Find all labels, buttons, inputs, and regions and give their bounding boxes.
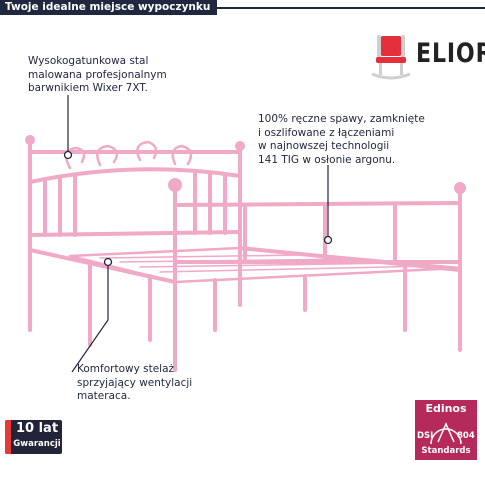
certificate-mark-left: DSI bbox=[417, 431, 434, 441]
annotation-slats: Komfortowy stelaż sprzyjający wentylacji… bbox=[77, 363, 193, 402]
warranty-label: Gwarancji bbox=[13, 439, 61, 449]
certificate-label: Standards bbox=[421, 446, 471, 456]
certificate-seal-icon bbox=[430, 422, 462, 445]
certificate-badge: Edinos DSI 804 Standards bbox=[415, 400, 477, 460]
brand-logo: ELIOR bbox=[370, 30, 485, 90]
tagline-rule bbox=[217, 7, 485, 9]
warranty-accent bbox=[5, 420, 11, 454]
warranty-badge: 10 lat Gwarancji bbox=[5, 420, 62, 454]
chair-icon bbox=[371, 35, 411, 80]
certificate-mark-right: 804 bbox=[457, 431, 475, 441]
top-bar: Twoje idealne miejsce wypoczynku bbox=[0, 0, 485, 40]
tagline: Twoje idealne miejsce wypoczynku bbox=[0, 0, 217, 15]
annotation-paint: Wysokogatunkowa stal malowana profesjona… bbox=[28, 55, 167, 94]
brand-name: ELIOR bbox=[416, 38, 485, 69]
warranty-years: 10 lat bbox=[15, 421, 59, 436]
annotation-welds: 100% ręczne spawy, zamknięte i oszlifowa… bbox=[258, 113, 425, 166]
certificate-brand: Edinos bbox=[425, 402, 467, 415]
